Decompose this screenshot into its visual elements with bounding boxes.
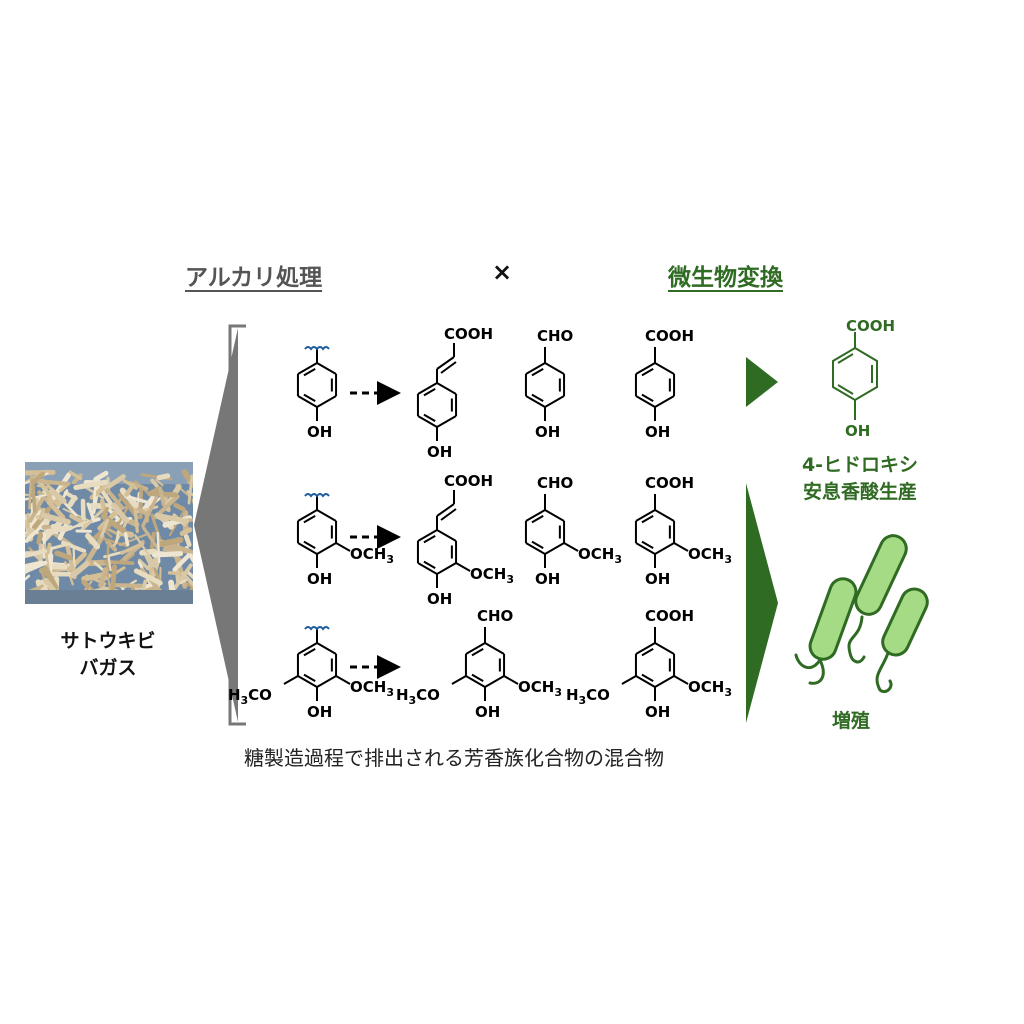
oh-r3c3: OH (645, 703, 670, 721)
oh-r1c4: OH (645, 423, 670, 441)
alkali-treatment-header: アルカリ処理 (185, 265, 323, 291)
oh-r2c1: OH (307, 570, 332, 588)
green-arrows (746, 357, 778, 723)
bagasse-photo (25, 462, 193, 604)
ome-r2c4: OCH3 (688, 545, 732, 566)
funnel-bracket (194, 324, 246, 726)
times-symbol: × (492, 258, 513, 286)
bagasse-label-line2: バガス (79, 657, 137, 679)
oh-r3c2: OH (475, 703, 500, 721)
oh-r2c2: OH (427, 590, 452, 608)
ome-r2c3: OCH3 (578, 545, 622, 566)
cooh-r2c4: COOH (645, 474, 694, 492)
ome-r3c1: OCH3 (350, 678, 394, 699)
bacterium-2 (854, 534, 908, 616)
mixture-caption: 糖製造過程で排出される芳香族化合物の混合物 (244, 746, 664, 770)
bagasse-label-line1: サトウキビ (60, 630, 156, 652)
oh-r2c4: OH (645, 570, 670, 588)
oh-r2c3: OH (535, 570, 560, 588)
product-label: 4-ヒドロキシ 安息香酸生産 (770, 452, 950, 506)
ome-r3c3: OCH3 (688, 678, 732, 699)
oh-r3c1: OH (307, 703, 332, 721)
product-label-line1: 4-ヒドロキシ (801, 454, 919, 476)
cooh-r3c3: COOH (645, 607, 694, 625)
ome-r3c2: OCH3 (518, 678, 562, 699)
cooh-r1c2: COOH (444, 325, 493, 343)
cooh-r1c4: COOH (645, 327, 694, 345)
green-arrow-small (746, 357, 778, 407)
h3co-r3c3: H3CO (566, 686, 610, 707)
ome-r2c1: OCH3 (350, 545, 394, 566)
oh-r1c1: OH (307, 423, 332, 441)
bacterium-1 (808, 577, 858, 661)
bagasse-label: サトウキビ バガス (52, 628, 164, 682)
h3co-r3c2: H3CO (396, 686, 440, 707)
bacteria-illustration (794, 534, 929, 694)
growth-label: 増殖 (832, 710, 871, 732)
oh-r1c3: OH (535, 423, 560, 441)
cho-r3c2: CHO (477, 607, 513, 625)
bacterium-3 (881, 587, 929, 657)
microbial-conversion-header: 微生物変換 (668, 265, 783, 291)
aromatic-compounds-diagram: OHCOOHOHCHOOHCOOHOHOHOCH3COOHOHOCH3CHOOH… (228, 325, 732, 721)
product-cooh-label: COOH (846, 317, 895, 335)
product-oh-label: OH (845, 422, 870, 440)
cooh-r2c2: COOH (444, 472, 493, 490)
cho-r2c3: CHO (537, 474, 573, 492)
oh-r1c2: OH (427, 443, 452, 461)
green-arrow-large (746, 483, 778, 723)
product-structure: COOH OH (832, 317, 895, 440)
h3co-r3c1: H3CO (228, 686, 272, 707)
cho-r1c3: CHO (537, 327, 573, 345)
product-label-line2: 安息香酸生産 (802, 481, 917, 503)
ome-r2c2: OCH3 (470, 565, 514, 586)
